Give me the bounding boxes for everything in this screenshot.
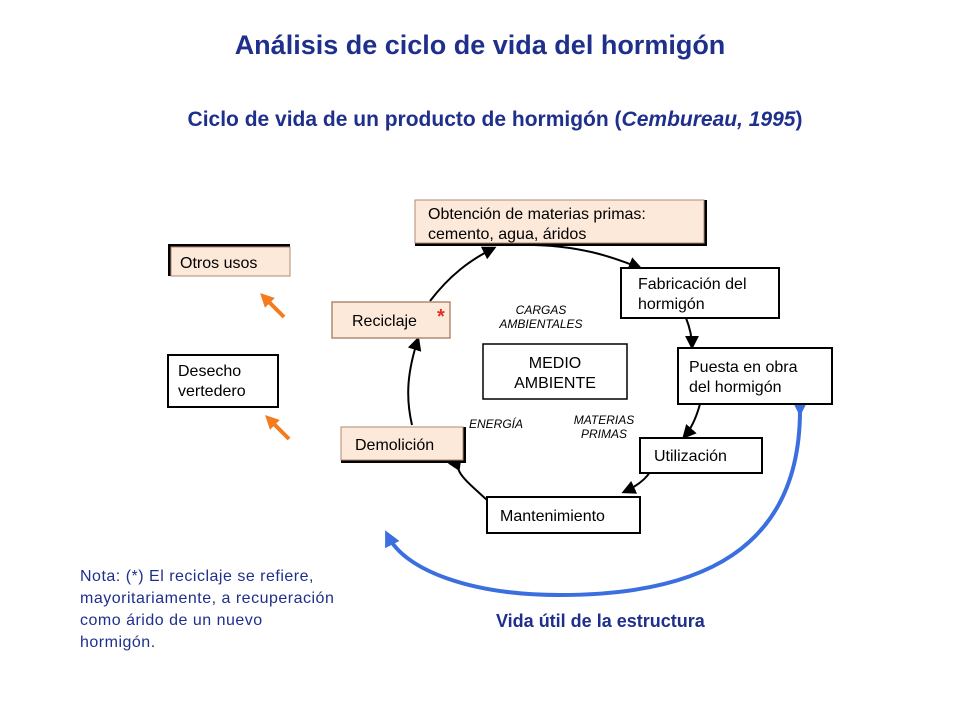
node-otros-usos: Otros usos [168,244,291,277]
fabricacion-line1: Fabricación del [638,276,747,293]
svg-text:Puesta en obra: Puesta en obra [689,359,798,376]
svg-text:Desecho: Desecho [178,363,241,380]
arrow-mantenimiento-to-demolicion [447,455,488,501]
footnote: Nota: (*) El reciclaje se refiere, mayor… [80,566,410,654]
footnote-line1: Nota: (*) El reciclaje se refiere, [80,568,314,585]
desecho-line2: vertedero [178,383,246,400]
footnote-line2: mayoritariamente, a recuperación [80,590,335,607]
svg-text:AMBIENTE: AMBIENTE [514,375,596,392]
footnote-line4: hormigón. [80,634,156,651]
svg-text:vertedero: vertedero [178,383,246,400]
arrow-utilizacion-to-mantenimiento [621,471,651,494]
node-puesta-en-obra: Puesta en obra del hormigón [677,347,833,405]
svg-text:Reciclaje: Reciclaje [352,313,417,330]
vida-util-arrow [385,400,809,598]
node-reciclaje: Reciclaje * [331,301,451,339]
svg-text:Demolición: Demolición [355,437,434,454]
node-utilizacion: Utilización [639,437,763,474]
cargas-line1: CARGAS [516,303,567,317]
arrow-materias-to-fabricacion [514,243,643,271]
node-fabricacion: Fabricación del hormigón [620,267,780,319]
svg-text:Utilización: Utilización [654,448,727,465]
materias-line1: Obtención de materias primas: [428,206,646,223]
svg-text:hormigón: hormigón [638,296,705,313]
puesta-line2: del hormigón [689,379,782,396]
node-demolicion: Demolición [340,426,466,463]
node-mantenimiento: Mantenimiento [486,496,641,534]
svg-text:Mantenimiento: Mantenimiento [500,508,605,525]
fabricacion-line2: hormigón [638,296,705,313]
page-title: Análisis de ciclo de vida del hormigón [234,30,726,60]
svg-text:Obtención de materias primas:: Obtención de materias primas: [428,206,646,223]
arrow-to-desecho [265,415,291,441]
medio-line2: AMBIENTE [514,375,596,392]
diagram-subtitle: Ciclo de vida de un producto de hormigón… [0,108,960,132]
svg-text:Otros usos: Otros usos [180,255,257,272]
svg-text:Fabricación del: Fabricación del [638,276,747,293]
arrow-fabricacion-to-puesta [684,317,699,350]
reciclaje-label: Reciclaje [352,313,417,330]
node-desecho: Desecho vertedero [167,354,279,408]
materias-line2: cemento, agua, áridos [428,226,586,243]
node-medio-ambiente: MEDIO AMBIENTE [482,343,628,400]
materias-label-line2: PRIMAS [581,427,627,441]
subtitle-source: Cembureau, 1995 [621,108,796,131]
demolicion-label: Demolición [355,437,434,454]
svg-text:MEDIO: MEDIO [529,355,581,372]
utilizacion-label: Utilización [654,448,727,465]
arrow-reciclaje-to-materias [429,246,497,302]
subtitle-close: ) [795,108,803,131]
svg-text:cemento, agua, áridos: cemento, agua, áridos [428,226,586,243]
subtitle-main: Ciclo de vida de un producto de hormigón… [187,108,622,131]
materias-label-line1: MATERIAS [574,413,634,427]
puesta-line1: Puesta en obra [689,359,798,376]
mantenimiento-label: Mantenimiento [500,508,605,525]
arrow-puesta-to-utilizacion [682,403,701,440]
otros-usos-label: Otros usos [180,255,257,272]
svg-text:del hormigón: del hormigón [689,379,782,396]
arrow-demolicion-to-reciclaje [407,336,422,426]
energia-label: ENERGÍA [469,416,523,431]
cargas-line2: AMBIENTALES [498,317,582,331]
footnote-line3: como árido de un nuevo [80,612,263,629]
node-materias-primas: Obtención de materias primas: cemento, a… [414,199,707,246]
reciclaje-asterisk: * [437,306,445,328]
desecho-line1: Desecho [178,363,241,380]
medio-line1: MEDIO [529,355,581,372]
arrow-to-otros-usos [260,293,286,319]
vida-util-label: Vida útil de la estructura [496,611,705,631]
